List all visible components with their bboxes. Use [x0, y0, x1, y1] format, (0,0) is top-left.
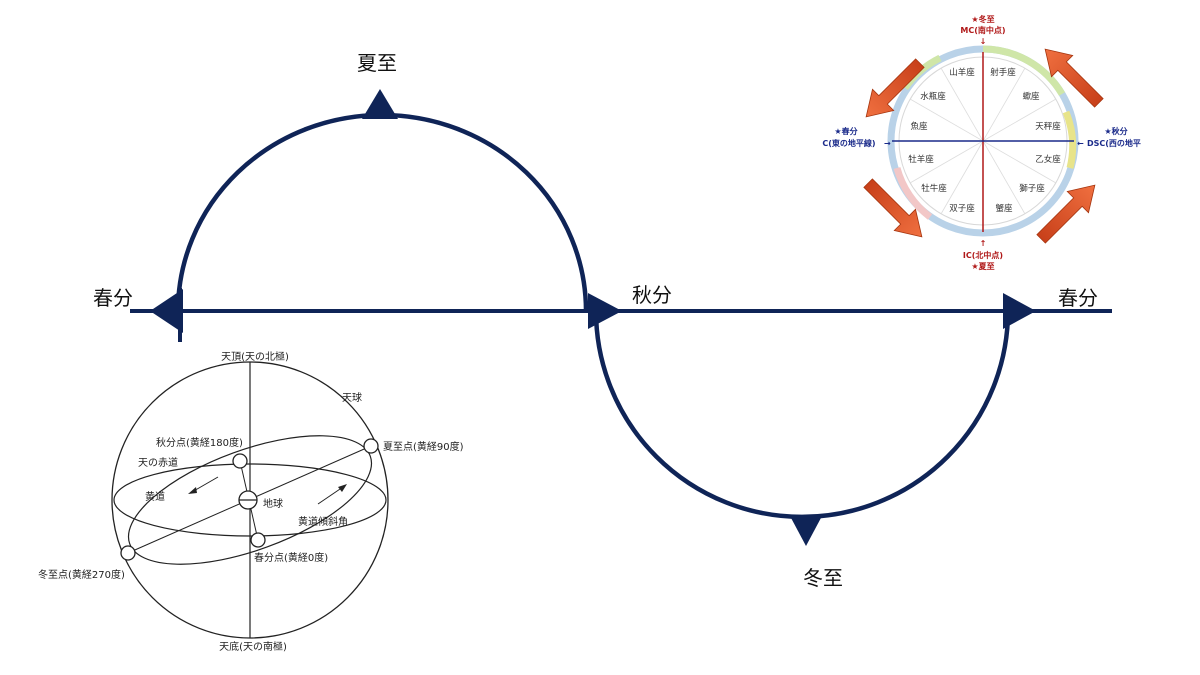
label-ic: IC(北中点) [963, 250, 1003, 260]
summer-point [363, 438, 379, 454]
sign-aquarius: 水瓶座 [920, 91, 946, 102]
ic-arrow-glyph: ↑ [980, 239, 987, 248]
label-autumn-point: 秋分点(黄経180度) [156, 436, 243, 449]
sign-leo: 獅子座 [1019, 183, 1045, 194]
arrow-top-left [865, 58, 925, 118]
sign-cancer: 蟹座 [995, 203, 1013, 214]
sign-sagittarius: 射手座 [990, 67, 1016, 78]
asc-arrow-glyph: → [884, 139, 891, 148]
arrow-top-right [1044, 48, 1104, 108]
celestial-equator-ellipse [113, 463, 387, 537]
seasonal-wave-diagram: 夏至 春分 秋分 春分 冬至 [93, 51, 1112, 590]
zodiac-ring-segment-green [982, 45, 1066, 96]
mc-arrow-glyph: ↓ [980, 37, 987, 46]
label-zodiac-right-star: ★秋分 [1104, 126, 1127, 136]
sign-aries: 牡羊座 [908, 154, 934, 165]
vernal-marker-right [1003, 293, 1036, 329]
label-mc: MC(南中点) [960, 25, 1005, 35]
sign-scorpio: 蠍座 [1022, 91, 1040, 102]
label-earth: 地球 [263, 497, 283, 510]
label-spring-point: 春分点(黄経0度) [254, 551, 328, 564]
summer-arc [175, 112, 589, 312]
winter-point [120, 545, 136, 561]
sign-virgo: 乙女座 [1035, 154, 1061, 165]
label-zodiac-left-star: ★春分 [834, 126, 857, 136]
label-summer-solstice: 夏至 [357, 51, 397, 75]
arrow-bottom-left [863, 178, 923, 238]
dsc-arrow-glyph: ← [1077, 139, 1084, 148]
summer-marker [362, 89, 398, 119]
winter-marker [790, 516, 822, 546]
zodiac-ring-segment-yellow [1062, 110, 1077, 169]
sign-pisces: 魚座 [910, 121, 928, 132]
sign-taurus: 牡牛座 [921, 183, 947, 194]
label-zodiac-bottom-star: ★夏至 [971, 262, 994, 271]
label-autumnal-equinox: 秋分 [632, 283, 672, 307]
celestial-sphere-diagram: 天頂(天の北極) 天球 秋分点(黄経180度) 夏至点(黄経90度) 天の赤道 … [38, 350, 464, 653]
label-obliquity: 黄道傾斜角 [298, 515, 348, 528]
sign-gemini: 双子座 [949, 203, 975, 214]
motion-arrowhead-right [338, 484, 347, 492]
label-vernal-equinox-right: 春分 [1058, 286, 1098, 310]
label-winter-point: 冬至点(黄経270度) [38, 568, 125, 581]
zodiac-ring-segment-pink [893, 167, 933, 220]
zodiac-divisions [909, 67, 1057, 215]
label-asc: C(東の地平線) [822, 138, 875, 148]
zodiac-wheel-diagram: ★冬至 MC(南中点) ↓ ★春分 C(東の地平線) → ★秋分 ← DSC(西… [818, 4, 1142, 274]
sign-capricorn: 山羊座 [949, 67, 975, 78]
sign-libra: 天秤座 [1035, 121, 1061, 132]
winter-arc [593, 310, 1011, 520]
label-summer-point: 夏至点(黄経90度) [383, 440, 464, 453]
ecliptic-ellipse [127, 435, 373, 565]
label-nadir: 天底(天の南極) [219, 640, 287, 653]
label-zenith: 天頂(天の北極) [221, 350, 289, 363]
spring-point [250, 532, 266, 548]
arrow-bottom-right [1036, 184, 1096, 244]
label-dsc: DSC(西の地平 [1087, 138, 1141, 148]
label-celestial-equator: 天の赤道 [138, 456, 178, 469]
label-zodiac-top-star: ★冬至 [971, 14, 994, 24]
label-winter-solstice: 冬至 [803, 566, 843, 590]
label-ecliptic: 黄道 [145, 490, 165, 503]
motion-arrow-right [317, 486, 344, 505]
motion-arrowhead-left [188, 487, 197, 494]
label-sphere: 天球 [342, 391, 362, 404]
label-vernal-equinox-left: 春分 [93, 286, 133, 310]
autumn-marker [588, 293, 622, 329]
autumn-point [232, 453, 248, 469]
vernal-marker-left [150, 289, 183, 333]
